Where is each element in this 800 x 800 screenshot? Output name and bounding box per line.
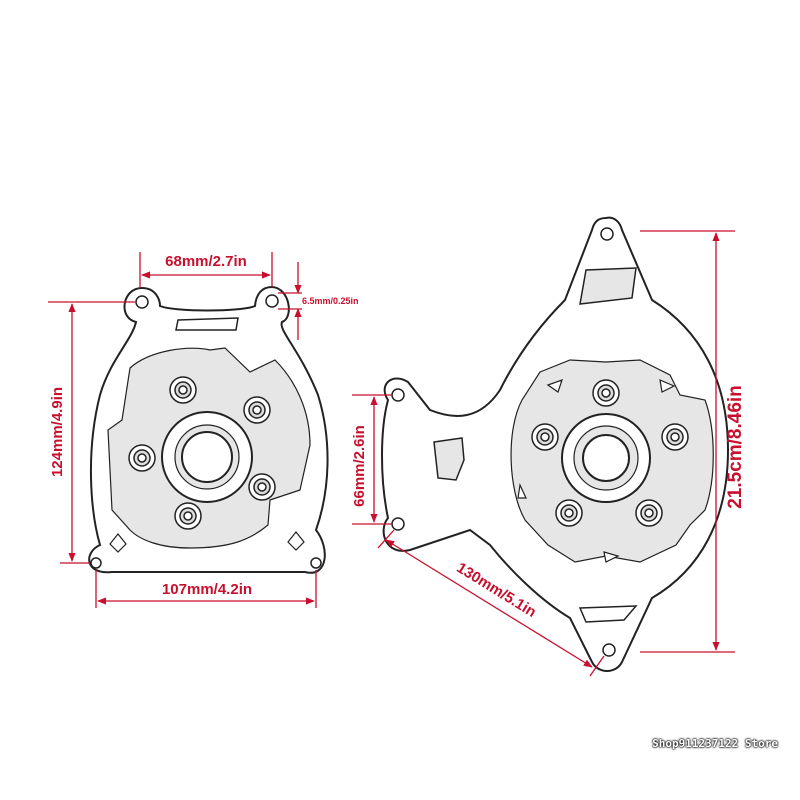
left-bottom-notch-left	[109, 533, 127, 553]
dim-right-tab-height: 66mm/2.6in	[351, 425, 368, 507]
right-top-hole	[600, 227, 614, 241]
right-engine-cover	[381, 216, 730, 672]
left-ear-hole-right	[265, 294, 279, 308]
left-bottom-hole-left	[90, 557, 102, 569]
dim-right-height: 21.5cm/8.46in	[725, 385, 746, 509]
left-ear-hole-left	[135, 295, 149, 309]
left-engine-cover	[88, 285, 329, 574]
right-hub-bore	[582, 434, 630, 482]
right-bottom-hole	[602, 643, 616, 657]
left-top-slot	[175, 317, 239, 331]
right-face-notches	[517, 379, 676, 563]
left-bottom-hole-right	[310, 557, 322, 569]
store-watermark: Shop911237122 Store	[652, 737, 778, 750]
dim-left-ear-height: 6.5mm/0.25in	[302, 296, 359, 306]
right-top-window	[579, 267, 637, 305]
left-bottom-notch-right	[287, 531, 305, 551]
left-bolt-pattern	[128, 376, 276, 530]
dim-left-bottom-width: 107mm/4.2in	[162, 581, 252, 598]
dim-left-height: 124mm/4.9in	[49, 387, 66, 477]
right-bolt-pattern	[531, 379, 689, 527]
dimension-lines	[48, 230, 735, 677]
left-hub-bore	[181, 431, 233, 483]
right-tab-window	[433, 437, 465, 481]
dim-left-top-width: 68mm/2.7in	[165, 253, 247, 270]
